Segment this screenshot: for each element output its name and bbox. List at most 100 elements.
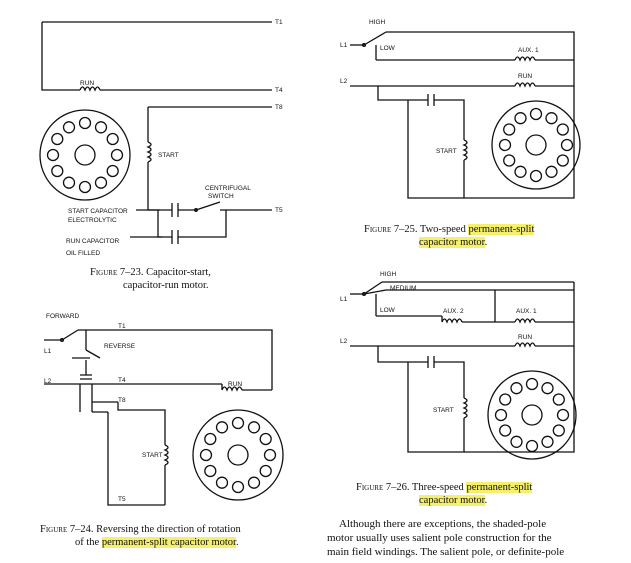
- stator-pole: [78, 180, 92, 194]
- label-run: RUN: [80, 80, 94, 87]
- figure-number: Figure 7–26.: [356, 482, 410, 493]
- stator-pole: [259, 464, 272, 478]
- stator-pole: [51, 132, 64, 146]
- figure-7-23-diagram: [39, 21, 272, 244]
- stator-pole: [231, 480, 245, 494]
- stator-pole: [199, 448, 213, 462]
- stator-pole: [106, 132, 119, 146]
- label-electrolytic: ELECTROLYTIC: [68, 217, 117, 224]
- body-paragraph: Although there are exceptions, the shade…: [327, 517, 585, 559]
- figure-7-26-diagram: [350, 281, 577, 460]
- caption-text: of the: [75, 537, 100, 548]
- label-t5-24: T5: [118, 496, 126, 503]
- stator-pole: [498, 138, 512, 152]
- start-coil-24: [163, 444, 169, 466]
- caption-highlight: permanent-split capacitor motor: [101, 537, 236, 548]
- caption-figure-7-23: Figure 7–23. Capacitor-start, capacitor-…: [90, 266, 211, 292]
- label-forward: FORWARD: [46, 313, 80, 320]
- stator-pole: [499, 424, 512, 437]
- stator-pole: [545, 165, 558, 178]
- figure-7-24-diagram: [44, 329, 284, 506]
- caption-text: Two-speed: [419, 224, 466, 235]
- label-medium-26: MEDIUM: [390, 285, 416, 292]
- figure-number: Figure 7–25.: [364, 224, 418, 235]
- label-start-26: START: [433, 407, 454, 414]
- motor-stator-26: [487, 370, 577, 460]
- stator-pole: [204, 432, 217, 446]
- label-aux1-25: AUX. 1: [518, 47, 539, 54]
- label-aux2-26: AUX. 2: [443, 308, 464, 315]
- stator-pole: [78, 116, 92, 130]
- stator-pole: [94, 176, 108, 189]
- stator-pole: [494, 408, 508, 422]
- stator-pole: [215, 421, 229, 434]
- caption-text: Capacitor-start,: [146, 267, 211, 278]
- caption-text: .: [235, 537, 239, 548]
- stator-pole: [247, 476, 261, 489]
- stator-pole: [541, 435, 554, 448]
- caption-figure-7-26: Figure 7–26. Three-speed permanent-split…: [356, 481, 533, 507]
- label-t4: T4: [275, 87, 283, 94]
- stator-pole: [499, 393, 512, 406]
- label-oil-filled: OIL FILLED: [66, 250, 100, 257]
- label-aux1-26: AUX. 1: [516, 308, 537, 315]
- stator-pole: [510, 382, 523, 395]
- stator-pole: [556, 408, 570, 422]
- label-centrifugal: CENTRIFUGAL: [205, 185, 251, 192]
- label-start-capacitor: START CAPACITOR: [68, 208, 128, 215]
- label-switch: SWITCH: [208, 193, 234, 200]
- stator-pole: [529, 107, 543, 121]
- run-coil-24: [221, 386, 243, 392]
- label-start: START: [158, 152, 179, 159]
- label-t1-24: T1: [118, 323, 126, 330]
- stator-pole: [94, 121, 108, 134]
- label-l2-26: L2: [340, 338, 348, 345]
- caption-text: .: [484, 495, 488, 506]
- stator-pole: [62, 121, 76, 134]
- stator-pole: [259, 432, 272, 446]
- stator-pole: [556, 123, 569, 136]
- stator-pole: [514, 112, 527, 125]
- motor-stator-25: [491, 100, 581, 190]
- caption-text: Reversing the direction of rotation: [96, 524, 241, 535]
- stator-pole: [514, 165, 527, 178]
- label-t5: T5: [275, 207, 283, 214]
- stator-pole: [525, 377, 539, 391]
- stator-pole: [247, 421, 261, 434]
- label-start-25: START: [436, 148, 457, 155]
- stator-pole: [106, 164, 119, 178]
- motor-stator: [39, 109, 131, 201]
- stator-pole: [541, 382, 554, 395]
- start-coil: [146, 141, 152, 163]
- label-reverse: REVERSE: [104, 343, 136, 350]
- stator-pole: [552, 424, 565, 437]
- label-l2-24: L2: [44, 378, 52, 385]
- stator-pole: [62, 176, 76, 189]
- caption-figure-7-25: Figure 7–25. Two-speed permanent-split c…: [364, 223, 535, 249]
- stator-pole: [46, 148, 60, 162]
- label-low-26: LOW: [380, 307, 396, 314]
- label-run-capacitor: RUN CAPACITOR: [66, 238, 120, 245]
- label-high-25: HIGH: [369, 19, 386, 26]
- label-t8: T8: [275, 104, 283, 111]
- body-line: Although there are exceptions, the shade…: [339, 518, 547, 530]
- body-line: main field windings. The salient pole, o…: [327, 546, 565, 558]
- label-l1-26: L1: [340, 296, 348, 303]
- label-run-26: RUN: [518, 334, 532, 341]
- stator-pole: [231, 416, 245, 430]
- figure-number: Figure 7–24.: [40, 524, 94, 535]
- stator-pole: [215, 476, 229, 489]
- figure-number: Figure 7–23.: [90, 267, 144, 278]
- label-run-24: RUN: [228, 381, 242, 388]
- stator-pole: [110, 148, 124, 162]
- stator-pole: [529, 169, 543, 183]
- stator-pole: [525, 439, 539, 453]
- label-high-26: HIGH: [380, 271, 397, 278]
- label-t1: T1: [275, 19, 283, 26]
- label-run-25: RUN: [518, 73, 532, 80]
- caption-text: .: [484, 237, 488, 248]
- label-t8-24: T8: [118, 397, 126, 404]
- stator-pole: [51, 164, 64, 178]
- caption-highlight: capacitor motor: [419, 495, 485, 506]
